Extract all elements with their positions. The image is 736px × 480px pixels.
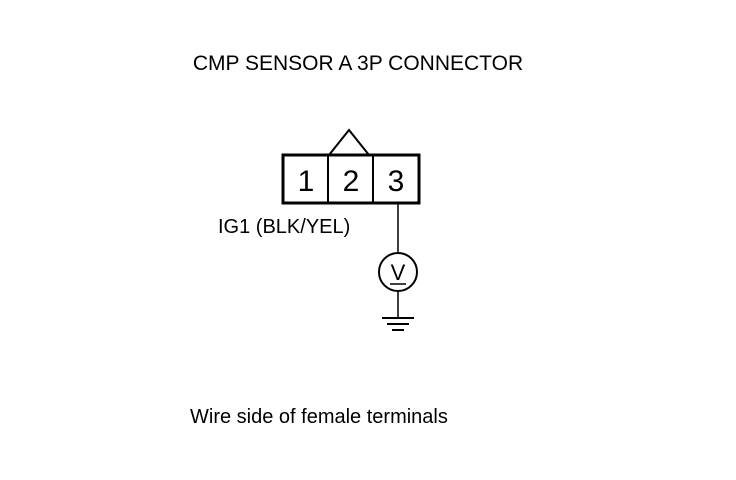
pin-1: 1: [298, 165, 315, 198]
diagram-title: CMP SENSOR A 3P CONNECTOR: [192, 52, 524, 75]
connector-lock-tab: [328, 128, 370, 156]
voltmeter-symbol: V: [391, 260, 406, 285]
wire-label: IG1 (BLK/YEL): [218, 216, 351, 238]
pin-2: 2: [343, 165, 360, 198]
voltmeter-icon: V: [378, 252, 418, 292]
diagram-caption: Wire side of female terminals: [190, 406, 448, 428]
connector-body: [281, 153, 421, 205]
pin-3: 3: [388, 165, 405, 198]
ground-icon: [382, 317, 414, 331]
